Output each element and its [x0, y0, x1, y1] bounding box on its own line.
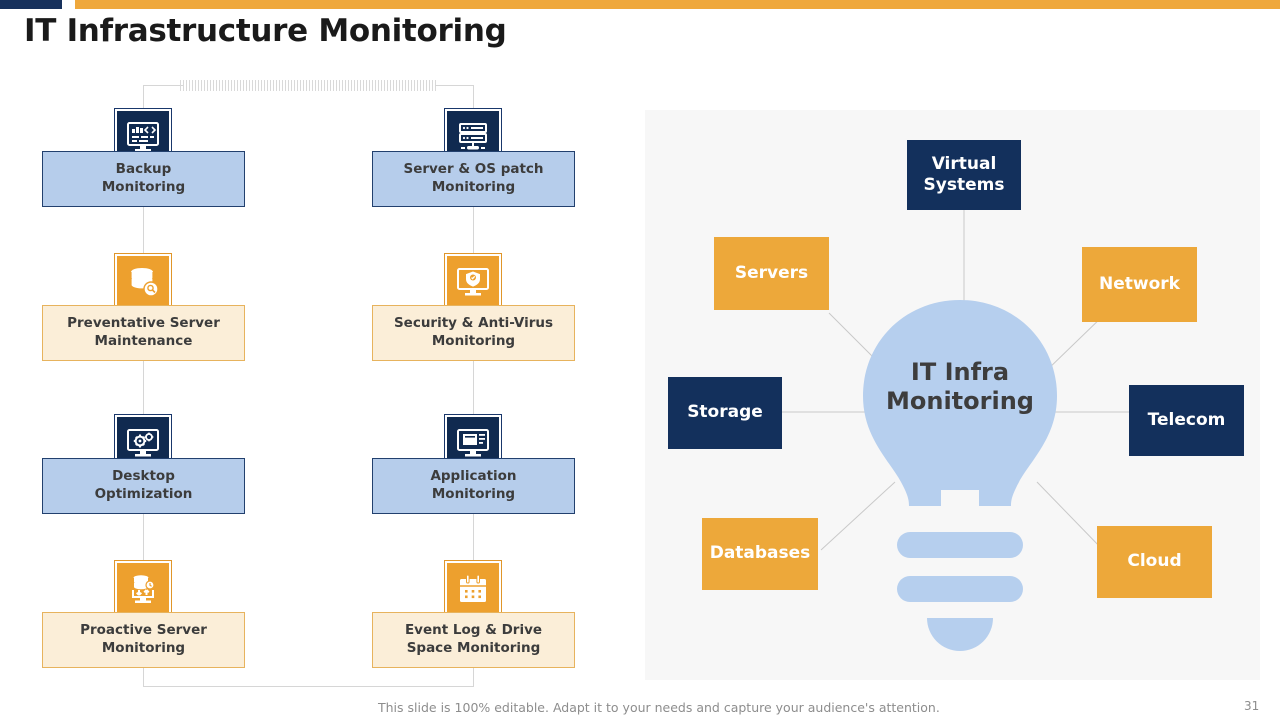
node-label: Virtual Systems: [924, 154, 1005, 197]
database-search-icon: [130, 268, 159, 297]
card-server-os-patch-monitoring[interactable]: Server & OS patch Monitoring: [372, 151, 575, 207]
connector-top-right-horizontal: [435, 85, 473, 86]
card-label: Preventative Server Maintenance: [67, 315, 220, 351]
server-rack-icon: [459, 123, 487, 150]
node-label-line1: Virtual: [931, 153, 997, 174]
icon-event-log-drive-space-monitoring: [444, 560, 502, 618]
calendar-icon: [460, 574, 486, 602]
top-accent-bar: [0, 0, 1280, 9]
card-label: Application Monitoring: [430, 468, 516, 504]
monitor-code-icon: [127, 122, 159, 152]
footer-note: This slide is 100% editable. Adapt it to…: [378, 700, 940, 715]
card-label-line1: Security & Anti-Virus: [393, 315, 554, 332]
icon-security-antivirus-monitoring: [444, 253, 502, 311]
connector-right-vertical: [473, 85, 474, 686]
node-label: Network: [1099, 273, 1180, 294]
card-backup-monitoring[interactable]: Backup Monitoring: [42, 151, 245, 207]
card-label-line1: Backup: [115, 161, 172, 178]
diagram-node-virtual-systems[interactable]: Virtual Systems: [907, 140, 1021, 210]
card-label: Security & Anti-Virus Monitoring: [394, 315, 553, 351]
card-security-antivirus-monitoring[interactable]: Security & Anti-Virus Monitoring: [372, 305, 575, 361]
node-label-line2: Systems: [923, 175, 1005, 195]
node-label: Storage: [687, 402, 763, 423]
diagram-node-telecom[interactable]: Telecom: [1129, 385, 1244, 456]
card-label: Desktop Optimization: [95, 468, 193, 504]
card-label-line2: Maintenance: [94, 333, 193, 350]
card-label-line1: Application: [430, 468, 517, 485]
diagram-node-network[interactable]: Network: [1082, 247, 1197, 322]
card-label-line2: Monitoring: [101, 179, 186, 196]
card-label: Backup Monitoring: [102, 161, 185, 197]
page-number: 31: [1244, 699, 1260, 713]
card-label-line1: Server & OS patch: [403, 161, 544, 178]
icon-proactive-server-monitoring: [114, 560, 172, 618]
connector-left-vertical: [143, 85, 144, 686]
card-label-line1: Preventative Server: [67, 315, 220, 332]
card-label: Server & OS patch Monitoring: [403, 161, 543, 197]
card-event-log-drive-space-monitoring[interactable]: Event Log & Drive Space Monitoring: [372, 612, 575, 668]
monitor-gears-icon: [127, 429, 159, 457]
server-transfer-icon: [132, 575, 155, 603]
node-label: Telecom: [1147, 409, 1226, 430]
diagram-node-databases[interactable]: Databases: [702, 518, 818, 590]
connector-top-left-horizontal: [143, 85, 183, 86]
card-label-line1: Event Log & Drive: [404, 622, 543, 639]
monitor-window-icon: [457, 429, 489, 457]
page-title: IT Infrastructure Monitoring: [24, 13, 507, 49]
card-label-line2: Monitoring: [431, 179, 516, 196]
diagram-node-servers[interactable]: Servers: [714, 237, 829, 310]
card-label-line2: Monitoring: [431, 333, 516, 350]
card-proactive-server-monitoring[interactable]: Proactive Server Monitoring: [42, 612, 245, 668]
accent-bar-navy-segment: [0, 0, 62, 9]
card-label: Proactive Server Monitoring: [80, 622, 207, 658]
icon-preventative-server-maintenance: [114, 253, 172, 311]
diagram-node-storage[interactable]: Storage: [668, 377, 782, 449]
connector-top-dashed: [180, 80, 438, 91]
lightbulb-icon: [863, 300, 1057, 651]
card-preventative-server-maintenance[interactable]: Preventative Server Maintenance: [42, 305, 245, 361]
card-label-line2: Monitoring: [431, 486, 516, 503]
card-label-line1: Proactive Server: [80, 622, 207, 639]
node-label: Servers: [734, 262, 809, 283]
card-desktop-optimization[interactable]: Desktop Optimization: [42, 458, 245, 514]
accent-bar-orange-segment: [75, 0, 1280, 9]
node-label: Databases: [709, 543, 811, 564]
connector-bottom-horizontal: [143, 686, 474, 687]
card-label: Event Log & Drive Space Monitoring: [405, 622, 542, 658]
card-label-line2: Optimization: [94, 486, 193, 503]
card-label-line2: Space Monitoring: [406, 640, 541, 657]
node-label: Cloud: [1127, 551, 1182, 572]
diagram-node-cloud[interactable]: Cloud: [1097, 526, 1212, 598]
card-label-line1: Desktop: [112, 468, 175, 485]
monitor-shield-icon: [457, 268, 489, 296]
card-application-monitoring[interactable]: Application Monitoring: [372, 458, 575, 514]
card-label-line2: Monitoring: [101, 640, 186, 657]
